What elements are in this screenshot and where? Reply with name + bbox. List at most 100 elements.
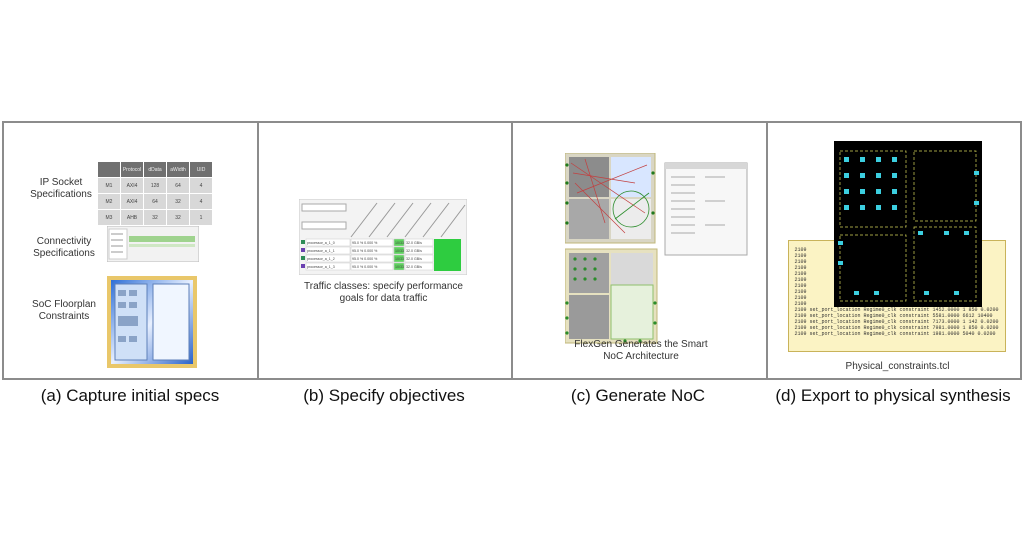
caption-b: (b) Specify objectives: [303, 386, 465, 405]
spec-table-cell: 64: [166, 177, 190, 194]
tcl-line: 2109: [794, 247, 807, 253]
tcl-line: 2109: [794, 295, 807, 301]
spec-table-cell: 4: [189, 193, 213, 210]
floorplan-thumbnail: [107, 276, 197, 368]
layout-node: [973, 201, 979, 205]
spec-table-cell: M3: [97, 209, 121, 226]
spec-table-cell: M1: [97, 177, 121, 194]
connectivity-thumbnail: [107, 226, 199, 262]
spec-table-header: dData: [143, 161, 167, 178]
layout-node: [875, 157, 881, 162]
svg-text:95.0 % 0.000 %: 95.0 % 0.000 %: [352, 241, 378, 245]
layout-node: [923, 291, 929, 295]
svg-text:95.0 % 0.000 %: 95.0 % 0.000 %: [352, 249, 378, 253]
svg-text:10/33: 10/33: [395, 241, 404, 245]
spec-table-cell: AXI4: [120, 177, 144, 194]
spec-table-cell: AXI4: [120, 193, 144, 210]
layout-node: [917, 231, 923, 235]
layout-thumbnail: [833, 141, 982, 307]
svg-text:processor_a_1_3: processor_a_1_3: [307, 265, 335, 269]
tcl-line: 2109: [794, 253, 807, 259]
svg-text:32.0 GB/s: 32.0 GB/s: [406, 249, 422, 253]
spec-table-cell: 32: [166, 209, 190, 226]
objectives-label: Traffic classes: specify performance goa…: [304, 281, 463, 304]
layout-node: [891, 205, 897, 210]
layout-node: [973, 171, 979, 175]
layout-node: [843, 157, 849, 162]
spec-table-cell: AHB: [120, 209, 144, 226]
tcl-line: 2109: [794, 265, 807, 271]
tcl-line: 2109: [794, 301, 807, 307]
layout-node: [875, 189, 881, 194]
spec-table-cell: 64: [143, 193, 167, 210]
layout-node: [837, 261, 843, 265]
caption-c: (c) Generate NoC: [570, 386, 706, 405]
layout-node: [891, 173, 897, 178]
layout-node: [843, 173, 849, 178]
svg-text:processor_a_1_1: processor_a_1_1: [307, 249, 335, 253]
layout-node: [873, 291, 879, 295]
tcl-line: 2109 set_port_location Regime0_clk const…: [794, 331, 996, 337]
layout-node: [891, 157, 897, 162]
connectivity-label: Connectivity Specifications: [33, 236, 95, 259]
layout-node: [859, 189, 865, 194]
spec-table-cell: M2: [97, 193, 121, 210]
layout-node: [853, 291, 859, 295]
layout-node: [891, 189, 897, 194]
layout-node: [843, 205, 849, 210]
tcl-line: 2109 set_port_location Regime0_clk const…: [794, 325, 999, 331]
panel-generate-noc: FlexGen Generates the Smart NoC Architec…: [513, 123, 768, 378]
layout-node: [859, 205, 865, 210]
spec-table-header: UID: [189, 161, 213, 178]
tcl-line: 2109: [794, 271, 807, 277]
layout-node: [943, 231, 949, 235]
tcl-file-label: Physical_constraints.tcl: [845, 361, 950, 372]
caption-a: (a) Capture initial specs: [40, 386, 220, 405]
svg-text:processor_a_1_2: processor_a_1_2: [307, 257, 335, 261]
noc-thumbnail: [565, 153, 748, 344]
svg-text:32.0 GB/s: 32.0 GB/s: [406, 265, 422, 269]
tcl-line: 2109: [794, 289, 807, 295]
spec-table-cell: 4: [189, 177, 213, 194]
tcl-line: 2109 set_port_location Regime0_clk const…: [794, 319, 999, 325]
layout-node: [953, 291, 959, 295]
layout-node: [859, 173, 865, 178]
caption-d: (d) Export to physical synthesis: [775, 386, 1011, 405]
tcl-line: 2109: [794, 259, 807, 265]
layout-node: [843, 189, 849, 194]
svg-text:32.0 GB/s: 32.0 GB/s: [406, 257, 422, 261]
svg-text:10/33: 10/33: [395, 265, 404, 269]
spec-table-header: [97, 161, 121, 178]
spec-table-header: aWidth: [166, 161, 190, 178]
spec-table-header: Protocol: [120, 161, 144, 178]
noc-label: FlexGen Generates the Smart NoC Architec…: [574, 339, 708, 362]
layout-node: [875, 205, 881, 210]
layout-node: [859, 157, 865, 162]
spec-table-cell: 128: [143, 177, 167, 194]
spec-table-cell: 32: [143, 209, 167, 226]
spec-table-cell: 32: [166, 193, 190, 210]
tcl-line: 2109 set_port_location Regime0_clk const…: [794, 313, 993, 319]
tcl-line: 2109: [794, 277, 807, 283]
svg-text:10/33: 10/33: [395, 249, 404, 253]
svg-text:95.0 % 0.000 %: 95.0 % 0.000 %: [352, 265, 378, 269]
layout-node: [963, 231, 969, 235]
tcl-line: 2109 set_port_location Regime0_clk const…: [794, 307, 999, 313]
layout-node: [837, 241, 843, 245]
svg-text:10/33: 10/33: [395, 257, 404, 261]
layout-node: [875, 173, 881, 178]
svg-text:95.0 % 0.000 %: 95.0 % 0.000 %: [352, 257, 378, 261]
